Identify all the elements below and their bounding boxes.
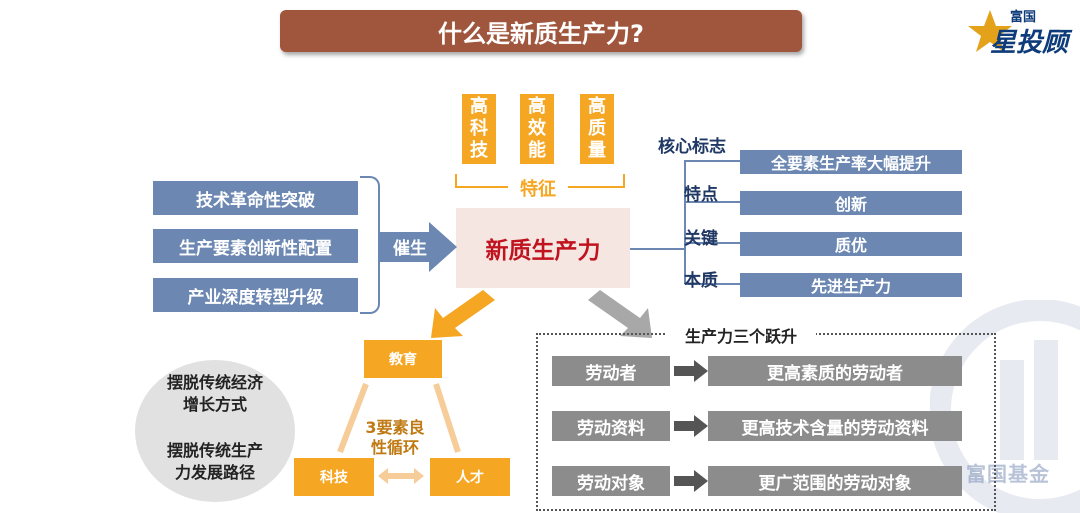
cycle-node-talent: 人才 (430, 458, 510, 496)
arrow-down-left-icon (431, 290, 495, 338)
feature-high-tech: 高科技 (462, 94, 496, 164)
right-branch-line (686, 160, 740, 162)
feature-high-quality: 高质量 (580, 94, 614, 164)
circle-text-1: 摆脱传统经济 (166, 373, 263, 392)
jump-from-objects: 劳动对象 (552, 466, 670, 496)
right-branch-line (686, 283, 740, 285)
right-label-core-sign: 核心标志 (658, 137, 726, 157)
circle-text-4: 力发展路径 (174, 463, 255, 482)
features-label: 特征 (508, 180, 568, 200)
right-arrow-icon (674, 360, 708, 382)
right-tree-main-line (630, 248, 686, 250)
right-arrow-icon (674, 470, 708, 492)
watermark-text: 富国基金 (966, 462, 1050, 486)
jumps-title: 生产力三个跃升 (666, 323, 816, 347)
right-label-key: 关键 (684, 229, 718, 249)
catalyst-label: 催生 (393, 239, 427, 259)
star-logo-icon (968, 10, 1012, 52)
feature-high-efficiency: 高效能 (520, 94, 554, 164)
right-branch-line (686, 201, 740, 203)
double-arrow-icon (378, 468, 424, 484)
break-away-circle (135, 360, 295, 502)
jump-to-means: 更高技术含量的劳动资料 (708, 411, 962, 441)
left-bracket (360, 176, 380, 314)
cycle-node-tech: 科技 (294, 458, 374, 496)
arrow-down-right-icon (588, 290, 652, 338)
cycle-label-1: 3要素良 (365, 418, 425, 437)
logo-text-line1: 富国 (1010, 10, 1037, 25)
catalyst-arrow-icon (379, 222, 457, 272)
watermark-emblem-icon (930, 300, 1080, 513)
page-title: 什么是新质生产力? (280, 10, 802, 52)
jump-to-objects: 更广范围的劳动对象 (708, 466, 962, 496)
left-item-tech-revolution: 技术革命性突破 (153, 181, 358, 215)
cycle-arrows-icon (337, 382, 461, 454)
right-value-innovation: 创新 (740, 191, 962, 215)
jump-from-means: 劳动资料 (552, 411, 670, 441)
right-arrow-icon (674, 415, 708, 437)
right-value-tfp: 全要素生产率大幅提升 (740, 150, 962, 174)
circle-text-3: 摆脱传统生产 (166, 441, 263, 460)
logo-text-line2: 星投顾 (990, 28, 1069, 58)
jump-to-laborer: 更高素质的劳动者 (708, 356, 962, 386)
jump-from-laborer: 劳动者 (552, 356, 670, 386)
right-label-essence: 本质 (684, 271, 718, 291)
right-value-advanced: 先进生产力 (740, 273, 962, 297)
right-tree-vertical-line (684, 160, 686, 284)
cycle-label-2: 性循环 (370, 438, 419, 457)
circle-text-2: 增长方式 (182, 395, 247, 414)
left-item-industry-upgrade: 产业深度转型升级 (153, 278, 358, 312)
cycle-node-education: 教育 (364, 340, 442, 378)
center-node: 新质生产力 (456, 208, 630, 288)
right-branch-line (686, 242, 740, 244)
right-value-quality: 质优 (740, 232, 962, 256)
left-item-factor-allocation: 生产要素创新性配置 (153, 229, 358, 263)
right-label-feature: 特点 (684, 185, 718, 205)
